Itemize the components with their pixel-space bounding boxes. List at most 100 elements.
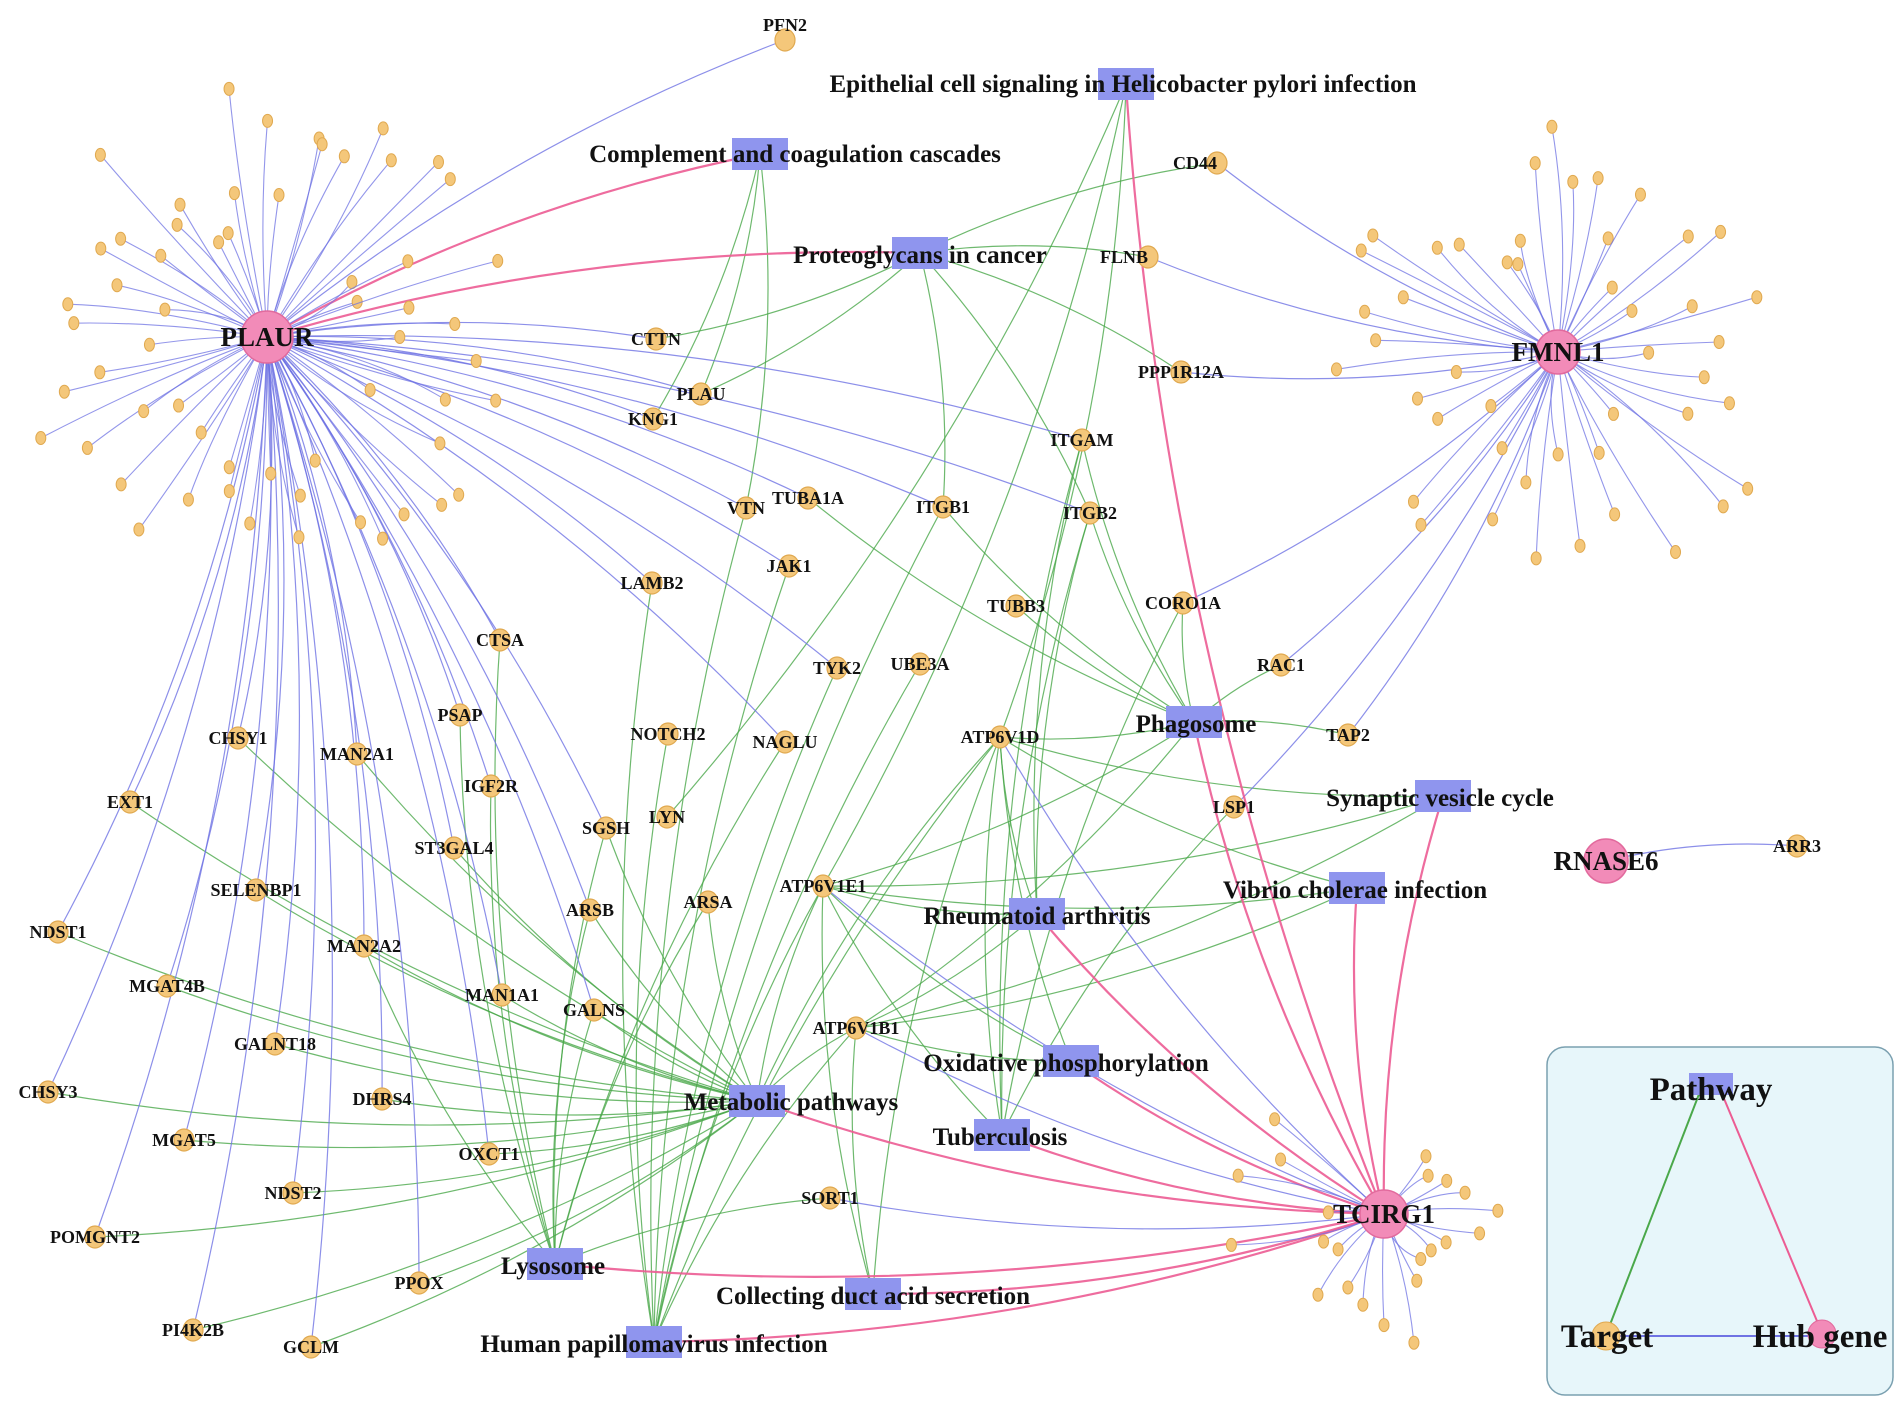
leaf-target-node	[1342, 1280, 1354, 1295]
edge-target-hub	[192, 336, 279, 1331]
leaf-target-node	[68, 316, 80, 331]
edge-target-pathway	[605, 827, 758, 1102]
target-label-rac1: RAC1	[1257, 655, 1305, 675]
pathway-label-proteoglycans-in-cancer: Proteoglycans in cancer	[793, 242, 1047, 269]
target-label-flnb: FLNB	[1100, 247, 1148, 267]
leaf-target-node	[115, 477, 127, 492]
target-label-ppox: PPOX	[395, 1273, 444, 1293]
leaf-target-node	[1408, 494, 1420, 509]
edge-target-pathway	[589, 909, 758, 1102]
target-label-mgat4b: MGAT4B	[129, 976, 205, 996]
edge-target-hub	[266, 336, 790, 567]
leaf-edge	[1413, 351, 1559, 503]
target-label-notch2: NOTCH2	[630, 724, 705, 744]
edge-target-hub	[166, 336, 268, 987]
edge-target-pathway	[999, 736, 1444, 798]
edge-pathway-hub	[266, 250, 921, 339]
leaf-edge	[266, 336, 443, 506]
edge-target-pathway	[822, 83, 1127, 887]
leaf-target-node	[223, 81, 235, 96]
edge-target-pathway	[554, 1009, 595, 1265]
target-label-atp6v1e1: ATP6V1E1	[780, 876, 867, 896]
target-node-mgat4b	[156, 974, 178, 998]
edge-target-pathway	[700, 252, 921, 395]
leaf-target-node	[316, 137, 328, 152]
leaf-target-node	[385, 153, 397, 168]
edge-target-pathway	[459, 714, 556, 1265]
edge-target-pathway	[652, 153, 761, 420]
edge-target-hub	[1216, 162, 1559, 353]
edge-target-hub	[1605, 843, 1798, 862]
leaf-target-node	[94, 365, 106, 380]
leaf-target-node	[444, 172, 456, 187]
target-label-vtn: VTN	[727, 498, 765, 518]
leaf-target-node	[1378, 1318, 1390, 1333]
target-node-arsb	[579, 898, 601, 922]
edge-pathway-hub	[1036, 913, 1385, 1215]
target-node-pi4k2b	[182, 1318, 204, 1342]
edge-target-hub	[266, 336, 607, 829]
target-node-arsa	[697, 890, 719, 914]
target-node-chsy3	[37, 1080, 59, 1104]
target-label-lsp1: LSP1	[1213, 797, 1255, 817]
pathway-node-complement-and-coagulation-cascades	[732, 138, 788, 170]
target-node-pfn2	[774, 28, 796, 52]
leaf-edge	[1557, 178, 1599, 353]
target-label-gclm: GCLM	[283, 1337, 339, 1357]
edge-target-hub	[829, 1197, 1385, 1230]
leaf-edge	[1372, 235, 1559, 353]
target-label-oxct1: OXCT1	[458, 1144, 519, 1164]
pathway-label-epithelial-cell-signaling-in-helicobacter-pylori-infection: Epithelial cell signaling in Helicobacte…	[829, 71, 1416, 98]
target-label-ndst1: NDST1	[29, 922, 86, 942]
leaf-target-node	[262, 113, 274, 128]
pathway-node-tuberculosis	[974, 1119, 1030, 1151]
edge-target-pathway	[855, 721, 1195, 1029]
edge-target-pathway	[851, 1027, 874, 1295]
hub-node-rnase6	[1583, 838, 1629, 884]
target-node-atp6v1b1	[845, 1016, 867, 1040]
pathway-label-vibrio-cholerae-infection: Vibrio cholerae infection	[1223, 877, 1487, 904]
edge-target-pathway	[653, 565, 790, 1343]
leaf-target-node	[1634, 187, 1646, 202]
leaf-target-node	[1512, 257, 1524, 272]
edge-target-hub	[266, 335, 702, 395]
leaf-edge	[1557, 181, 1575, 353]
leaf-target-node	[1670, 545, 1682, 560]
leaf-edge	[266, 260, 498, 338]
edge-target-pathway	[999, 736, 1038, 915]
edge-target-pathway	[554, 1197, 831, 1265]
edge-target-pathway	[453, 847, 758, 1102]
legend-edge-pathway-hub	[1719, 1088, 1823, 1334]
target-node-rac1	[1270, 653, 1292, 677]
target-node-lyn	[656, 805, 678, 829]
leaf-target-node	[1715, 224, 1727, 239]
leaf-target-node	[1626, 303, 1638, 318]
leaf-target-node	[1359, 304, 1371, 319]
edge-target-pathway	[237, 737, 758, 1102]
edge-target-pathway	[942, 506, 1195, 723]
leaf-edge	[1535, 351, 1559, 559]
leaf-target-node	[1723, 396, 1735, 411]
leaf-edge	[1551, 126, 1564, 353]
edge-target-pathway	[653, 667, 838, 1343]
leaf-target-node	[195, 425, 207, 440]
edge-target-pathway	[494, 639, 556, 1265]
target-node-kng1	[642, 407, 664, 431]
target-label-itgb1: ITGB1	[916, 497, 970, 517]
target-node-itgb1	[932, 495, 954, 519]
target-node-sort1	[819, 1186, 841, 1210]
target-label-itgam: ITGAM	[1051, 430, 1114, 450]
leaf-edge	[1375, 339, 1559, 353]
target-node-dhrs4	[371, 1087, 393, 1111]
target-node-ndst1	[47, 920, 69, 944]
edge-target-hub	[266, 336, 490, 1155]
edge-target-pathway	[489, 785, 556, 1265]
target-node-man2a2	[353, 934, 375, 958]
edge-target-pathway	[919, 252, 1091, 514]
target-node-vtn	[735, 496, 757, 520]
edge-target-pathway	[129, 801, 758, 1102]
leaf-target-node	[1698, 370, 1710, 385]
target-label-pomgnt2: POMGNT2	[50, 1227, 140, 1247]
edge-target-hub	[266, 336, 333, 1348]
leaf-edge	[1336, 351, 1559, 370]
